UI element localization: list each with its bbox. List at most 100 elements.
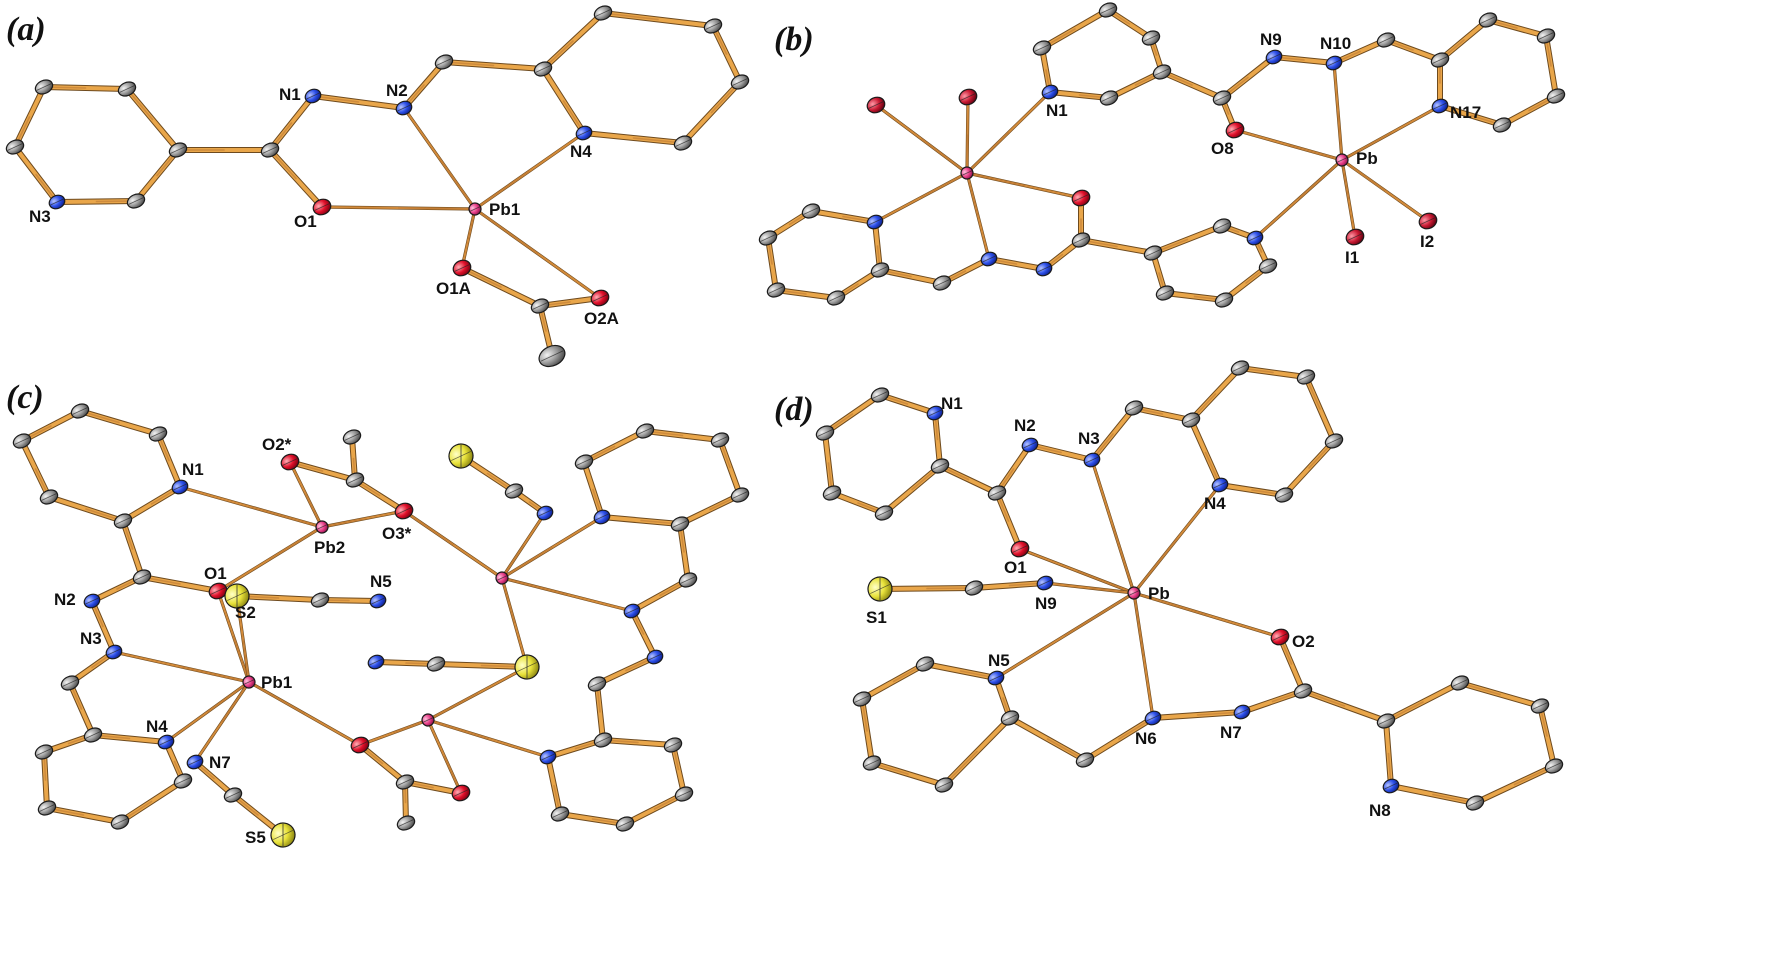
atom-d-d1 — [870, 387, 890, 403]
bond-c-a9-a10 — [41, 749, 50, 811]
atom-a-c22 — [530, 298, 550, 314]
bond-d-d18-d19 — [941, 715, 1013, 788]
bond-d-d21-d22 — [1383, 680, 1463, 724]
atom-b-ln2 — [980, 251, 998, 267]
atom-d-d20 — [1075, 752, 1095, 768]
bond-a-c16-n4 — [581, 130, 686, 146]
atom-c-n3 — [105, 644, 123, 660]
atom-label-c-n7: N7 — [209, 753, 231, 772]
bond-a-c3-c4 — [133, 147, 181, 204]
atom-a-n2 — [395, 100, 413, 116]
bond-d-d14-n7 — [1239, 688, 1306, 715]
atom-a-c14 — [703, 18, 723, 34]
bond-d-d23-d24 — [1537, 703, 1557, 769]
atom-b-n9 — [1265, 49, 1283, 65]
atom-c-a14 — [342, 429, 362, 445]
atom-d-d10 — [1296, 369, 1316, 385]
bond-d-d8-d9 — [1188, 365, 1243, 423]
bond-c-r7-r8 — [594, 681, 606, 743]
bond-b-l5-l6 — [877, 267, 945, 286]
bond-d-pb-n3 — [1090, 458, 1136, 595]
bond-d-n4-d8 — [1188, 417, 1223, 488]
atom-c-pb4 — [495, 571, 509, 585]
atom-c-r7 — [587, 676, 607, 692]
bond-b-r1-r2 — [1150, 223, 1225, 256]
atom-b-c12 — [1430, 52, 1450, 68]
atom-d-n1 — [926, 405, 944, 421]
bond-c-s7-a20 — [433, 661, 530, 670]
bond-c-r12-rn4 — [545, 754, 563, 817]
atom-c-a12 — [173, 773, 193, 789]
bond-d-d11-d12 — [1281, 438, 1337, 498]
atom-d-d17 — [862, 755, 882, 771]
bond-d-pb-n6 — [1132, 591, 1155, 720]
atom-b-b4 — [1141, 30, 1161, 46]
atom-label-d-n1: N1 — [941, 394, 963, 413]
panel-tag-b: (b) — [774, 21, 814, 58]
bond-c-pb1-o4 — [247, 680, 362, 747]
atom-b-b5 — [1099, 90, 1119, 106]
atom-label-a-o2a: O2A — [584, 309, 619, 328]
bond-b-pb-n17 — [1340, 104, 1442, 162]
bond-a-pb1-o1 — [320, 205, 477, 211]
bond-c-rn1-r1 — [581, 459, 605, 520]
atom-b-c15 — [1546, 88, 1566, 104]
atom-a-c11 — [434, 54, 454, 70]
atom-b-c11 — [1376, 32, 1396, 48]
bond-c-a3-a4 — [46, 494, 126, 524]
bond-b-b3-c7 — [1159, 69, 1225, 101]
atom-label-b-n17: N17 — [1450, 103, 1481, 122]
atom-label-d-n4: N4 — [1204, 494, 1226, 513]
atom-d-d24 — [1544, 758, 1564, 774]
atom-b-b1 — [1032, 40, 1052, 56]
atom-label-d-n9: N9 — [1035, 594, 1057, 613]
atom-label-c-s5: S5 — [245, 828, 266, 847]
bond-d-n5-d15 — [922, 661, 999, 681]
bond-c-pb4-s7 — [500, 576, 529, 669]
atom-d-d3 — [874, 505, 894, 521]
bond-d-d4-d5 — [822, 430, 835, 496]
atom-b-r4 — [1214, 292, 1234, 308]
atom-b-i2l — [958, 88, 978, 106]
atom-label-c-o1: O1 — [204, 564, 227, 583]
atom-a-n4 — [575, 125, 593, 141]
atom-d-d15 — [915, 656, 935, 672]
atom-c-a4 — [39, 489, 59, 505]
bond-d-n1-d2 — [932, 410, 943, 469]
atom-c-r8 — [593, 732, 613, 748]
atom-label-c-o3s: O3* — [382, 524, 412, 543]
atom-c-r10 — [674, 786, 694, 802]
atom-c-a3 — [113, 513, 133, 529]
atom-label-a-n3: N3 — [29, 207, 51, 226]
atom-label-d-n8: N8 — [1369, 801, 1391, 820]
bond-d-d12-n4 — [1217, 482, 1287, 498]
atom-d-d8 — [1181, 412, 1201, 428]
bond-c-a13-o3s — [352, 477, 407, 514]
atom-label-a-n2: N2 — [386, 81, 408, 100]
atom-d-d14 — [1293, 683, 1313, 699]
bond-c-a20-n8 — [373, 659, 439, 667]
atom-b-r1 — [1143, 245, 1163, 261]
atom-d-d13 — [964, 580, 984, 596]
atom-c-a11 — [110, 814, 130, 830]
bond-b-pbl-ln — [873, 171, 969, 224]
bond-c-a7-a8 — [67, 680, 96, 738]
atom-d-d6 — [987, 485, 1007, 501]
atom-label-c-o2s: O2* — [262, 435, 292, 454]
bond-d-d14-d21 — [1300, 688, 1389, 724]
atom-label-d-n2: N2 — [1014, 416, 1036, 435]
atom-label-c-n4: N4 — [146, 717, 168, 736]
bond-a-c13-c14 — [600, 10, 716, 29]
atom-d-n4 — [1211, 477, 1229, 493]
atom-b-lo — [1071, 189, 1091, 207]
bond-b-lc-r1 — [1078, 237, 1156, 256]
bond-b-pb-rn — [1253, 158, 1344, 240]
atom-b-c13 — [1478, 12, 1498, 28]
bond-b-pb-o8 — [1233, 128, 1344, 162]
bond-c-o4-a17 — [357, 742, 408, 785]
atom-label-d-o1: O1 — [1004, 558, 1027, 577]
atom-c-rn1 — [593, 509, 611, 525]
atom-b-i2 — [1418, 212, 1438, 230]
